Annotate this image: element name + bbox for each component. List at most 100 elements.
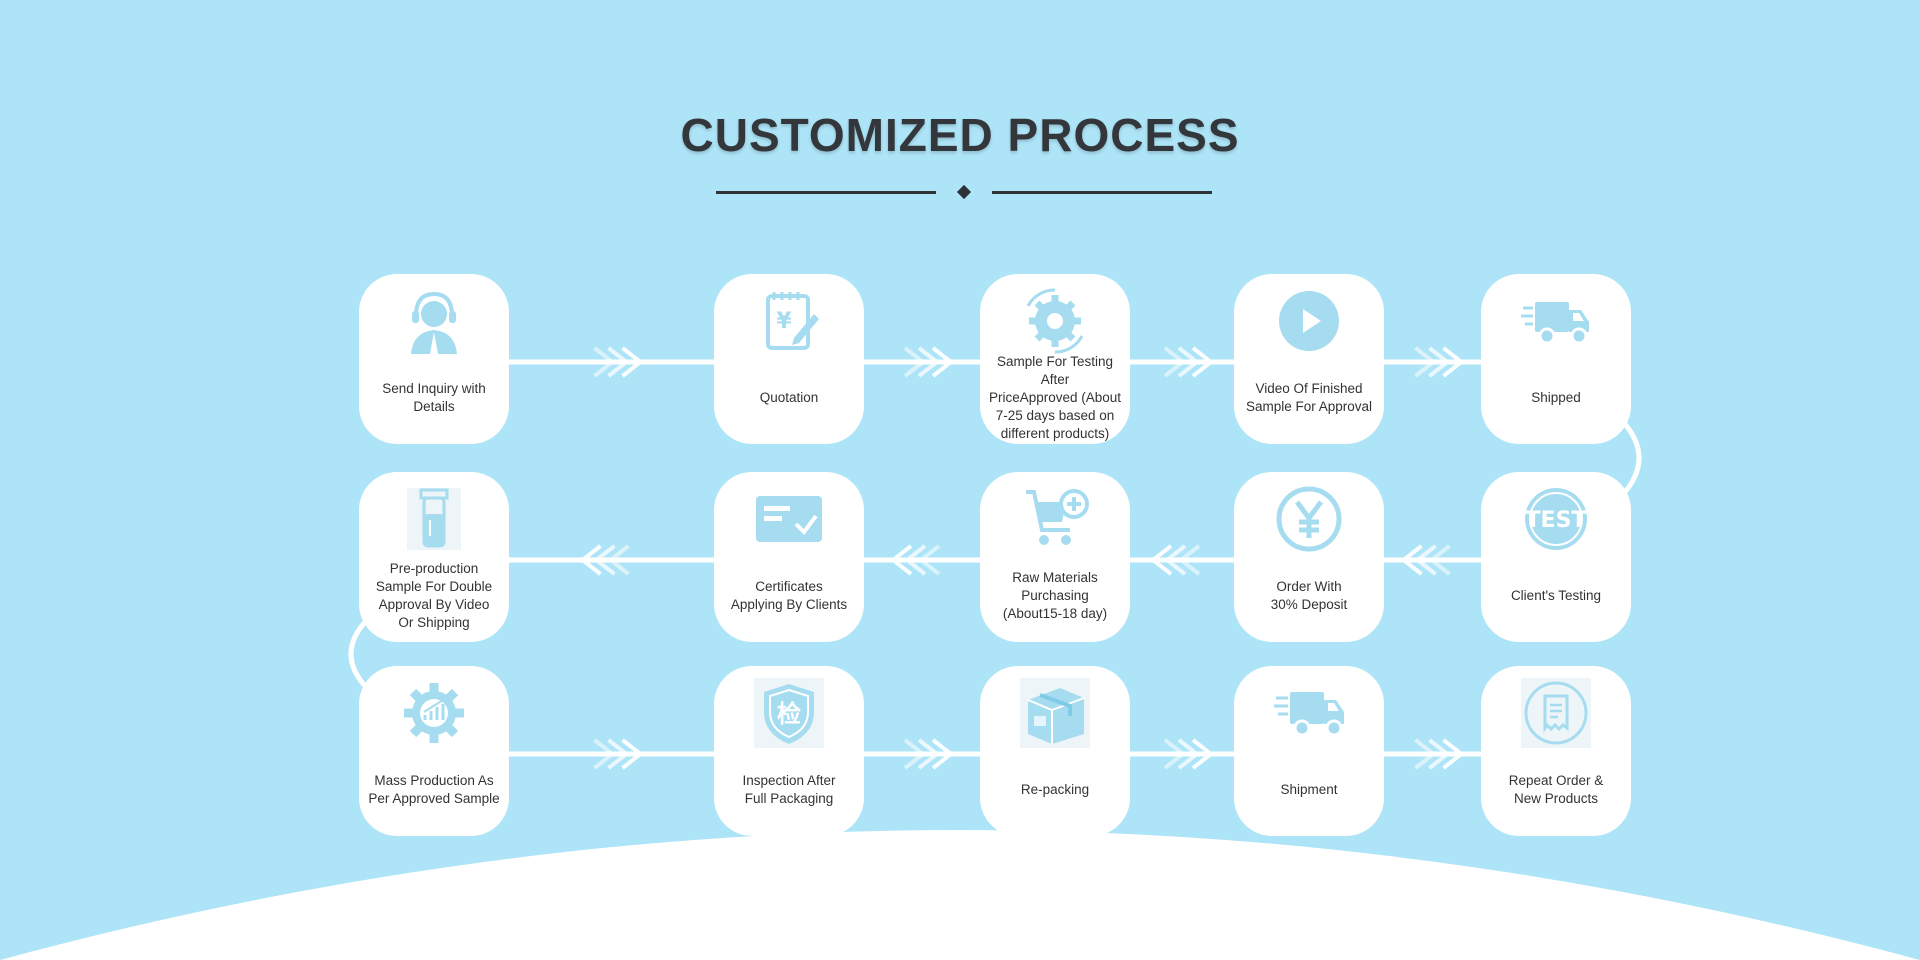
chevron-arrow [1400,544,1423,576]
production-gear-icon [399,678,469,748]
process-step-card: Repeat Order & New Products [1481,666,1631,836]
chevron-arrow [1191,738,1215,770]
chevron-arrow [917,738,941,770]
flow-arrow [903,738,955,770]
process-step-card: Re-packing [980,666,1130,836]
step-label: Raw Materials Purchasing (About15-18 day… [1002,570,1108,621]
flow-arrow [1149,544,1201,576]
flow-arrow [889,544,941,576]
chevron-arrow [593,346,616,378]
page-title: CUSTOMIZED PROCESS [680,109,1240,161]
chevron-arrow [1177,544,1201,576]
chevron-arrow [1191,346,1215,378]
chevron-arrow [917,346,941,378]
process-step-card: Shipped [1481,274,1631,444]
repeat-order-icon [1521,678,1591,748]
delivery-truck-icon [1521,286,1591,356]
step-label: Video Of Finished Sample For Approval [1245,381,1373,414]
chevron-arrow [903,544,927,576]
process-step-card: Pre-production Sample For Double Approva… [359,472,509,642]
process-step-card: Video Of Finished Sample For Approval [1234,274,1384,444]
chevron-arrow [931,738,955,770]
flow-arrow [593,346,644,378]
process-step-card: TEST Client's Testing [1481,472,1631,642]
step-label: Quotation [759,390,819,405]
package-box-icon [1020,678,1090,748]
step-label: Send Inquiry with Details [382,381,486,414]
flow-arrow [593,738,644,770]
test-badge-icon: TEST [1521,484,1591,554]
title-rule-left [716,191,936,194]
chevron-arrow [593,738,616,770]
step-label: Pre-production Sample For Double Approva… [375,561,493,630]
chevron-arrow [621,738,644,770]
step-label: Repeat Order & New Products [1508,773,1604,806]
step-label: Certificates Applying By Clients [730,579,848,612]
chevron-arrow [1414,346,1437,378]
title-rule-right [992,191,1212,194]
chevron-arrow [1428,544,1451,576]
chevron-arrow [903,346,927,378]
process-step-card: ¥ Quotation [714,274,864,444]
process-step-card: 检 Inspection After Full Packaging [714,666,864,836]
chevron-arrow [621,346,644,378]
process-step-card: Sample For Testing After PriceApproved (… [980,274,1130,444]
left-turn-connector [348,620,367,688]
play-video-icon [1274,286,1344,356]
chevron-arrow [1442,738,1465,770]
headset-agent-icon [399,286,469,356]
flow-arrow [1414,738,1465,770]
step-label: Inspection After Full Packaging [742,773,836,806]
chevron-arrow [1414,544,1437,576]
step-label: Mass Production As Per Approved Sample [368,773,500,806]
chevron-arrow [917,544,941,576]
shopping-cart-icon [1020,484,1090,554]
step-label: Re-packing [1020,782,1090,797]
chevron-arrow [1442,346,1465,378]
flow-arrow [903,346,955,378]
step-label: Shipped [1531,390,1581,405]
process-step-card: Order With 30% Deposit [1234,472,1384,642]
step-label: Sample For Testing After PriceApproved (… [988,354,1122,441]
chevron-arrow [903,738,927,770]
chevron-arrow [607,346,630,378]
process-step-card: Send Inquiry with Details [359,274,509,444]
chevron-arrow [931,346,955,378]
sample-bottle-icon [399,484,469,554]
step-label: Client's Testing [1510,588,1602,603]
chevron-arrow [1163,544,1187,576]
chevron-arrow [593,544,616,576]
chevron-arrow [607,738,630,770]
certificate-icon [754,484,824,554]
gear-cycle-icon [1020,286,1090,356]
process-step-card: Raw Materials Purchasing (About15-18 day… [980,472,1130,642]
chevron-arrow [1149,544,1173,576]
right-turn-connector [1623,422,1642,494]
shipment-truck-icon [1274,678,1344,748]
step-label: Shipment [1280,782,1338,797]
chevron-arrow [1414,738,1437,770]
flow-arrow [1400,544,1451,576]
test-badge-text: TEST [1526,508,1587,533]
flow-arrow [1163,346,1215,378]
process-step-card: Certificates Applying By Clients [714,472,864,642]
chevron-arrow [889,544,913,576]
process-step-card: Shipment [1234,666,1384,836]
flow-arrow [579,544,630,576]
inspection-shield-text: 检 [777,700,801,728]
yen-coin-icon [1274,484,1344,554]
chevron-arrow [1428,738,1451,770]
chevron-arrow [1177,346,1201,378]
chevron-arrow [1177,738,1201,770]
chevron-arrow [1163,346,1187,378]
chevron-arrow [1163,738,1187,770]
process-step-card: Mass Production As Per Approved Sample [359,666,509,836]
chevron-arrow [1428,346,1451,378]
step-label: Order With 30% Deposit [1270,579,1348,612]
flow-arrow [1163,738,1215,770]
yen-notepad-icon: ¥ [754,286,824,356]
chevron-arrow [607,544,630,576]
